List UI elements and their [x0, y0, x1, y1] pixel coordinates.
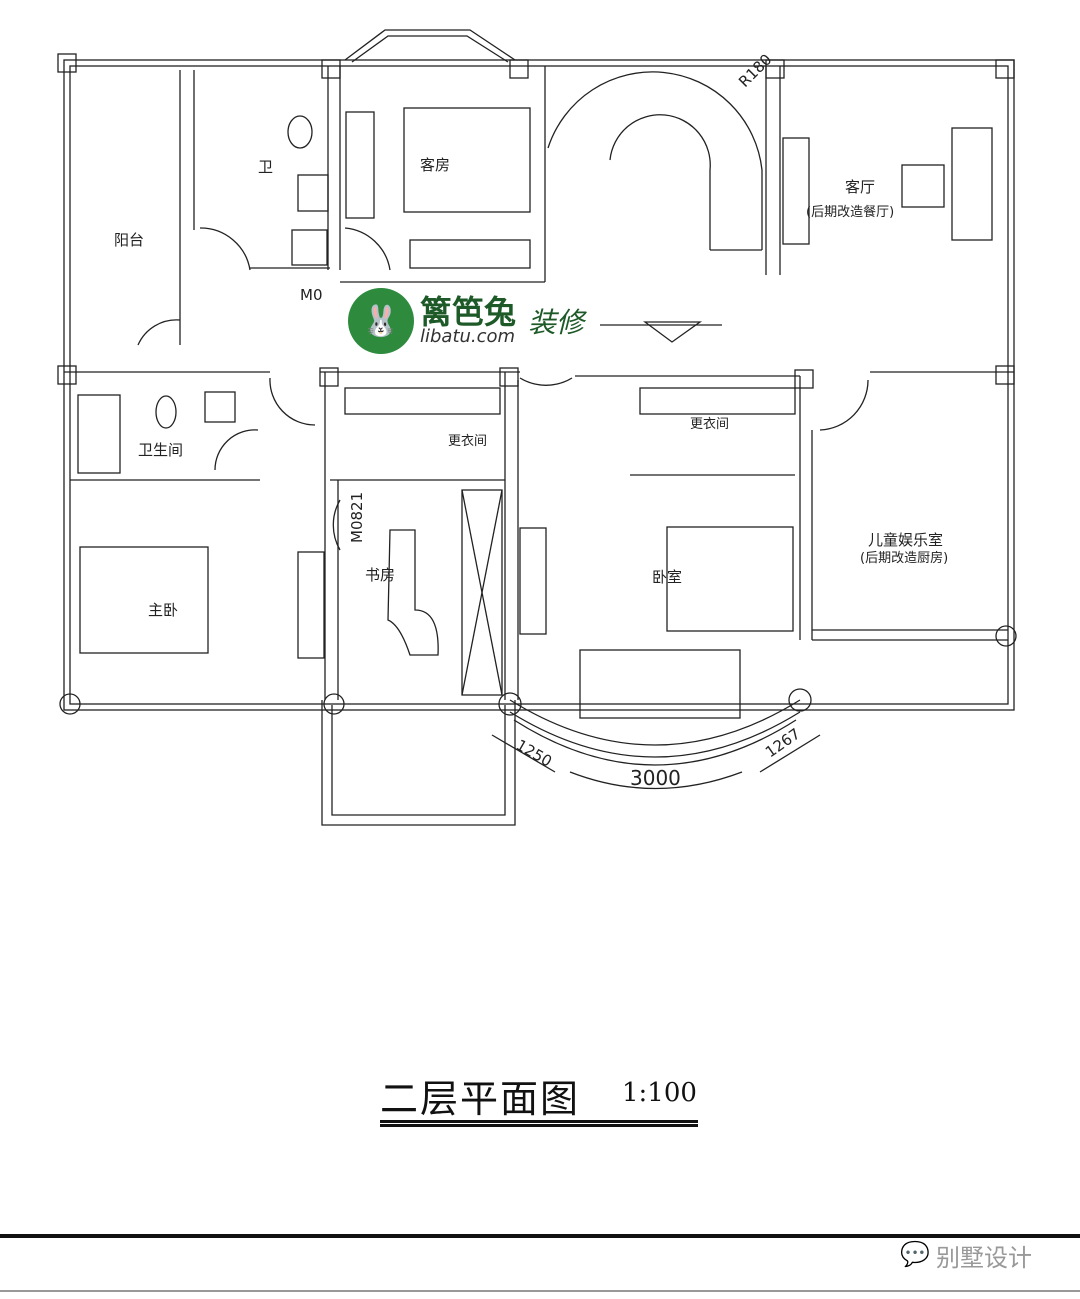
label-balcony: 阳台 [114, 231, 144, 249]
stair-radius: R180 [735, 50, 775, 90]
libatu-logo: 🐰 篱笆兔 libatu.com 装修 [348, 288, 584, 354]
label-kids-room: 儿童娱乐室 [868, 531, 943, 549]
label-master-bedroom: 主卧 [148, 601, 178, 619]
label-guest-room: 客房 [420, 156, 450, 174]
label-closet-right: 更衣间 [690, 416, 729, 432]
doors [137, 227, 869, 551]
label-bedroom: 卧室 [652, 568, 682, 586]
logo-brand-cn: 篱笆兔 [420, 293, 517, 331]
label-bathroom: 卫生间 [138, 441, 183, 459]
door-tag-m0: M0 [300, 286, 323, 304]
label-study: 书房 [365, 566, 395, 584]
label-living-room: 客厅 [845, 178, 875, 196]
furniture [77, 107, 993, 719]
spiral-staircase [547, 71, 763, 251]
label-wc: 卫 [258, 158, 273, 176]
logo-suffix: 装修 [528, 306, 585, 339]
walls [57, 29, 1017, 826]
title-underline [380, 1120, 698, 1123]
watermark-text: 别墅设计 [936, 1244, 1032, 1272]
rabbit-logo-icon: 🐰 [348, 288, 414, 354]
room-labels: 阳台 卫 客房 客厅 (后期改造餐厅) 卫生间 更衣间 更衣间 主卧 书房 卧室… [114, 156, 948, 619]
logo-brand-url: libatu.com [420, 326, 516, 347]
label-kids-room-note: (后期改造厨房) [860, 550, 948, 566]
drawing-title: 二层平面图 [380, 1077, 581, 1121]
drawing-scale: 1:100 [622, 1078, 697, 1108]
dim-left: 1250 [513, 736, 555, 771]
label-closet-left: 更衣间 [448, 433, 487, 449]
door-tag-m0821: M0821 [348, 492, 366, 543]
dimensions: 1250 3000 1267 R180 M0821 M0 [300, 50, 821, 790]
label-living-room-note: (后期改造餐厅) [806, 204, 894, 220]
footer-rule-bottom [0, 1290, 1080, 1292]
wechat-icon: 💬 [900, 1240, 930, 1268]
footer-rule [0, 1234, 1080, 1238]
dim-center: 3000 [630, 766, 681, 790]
